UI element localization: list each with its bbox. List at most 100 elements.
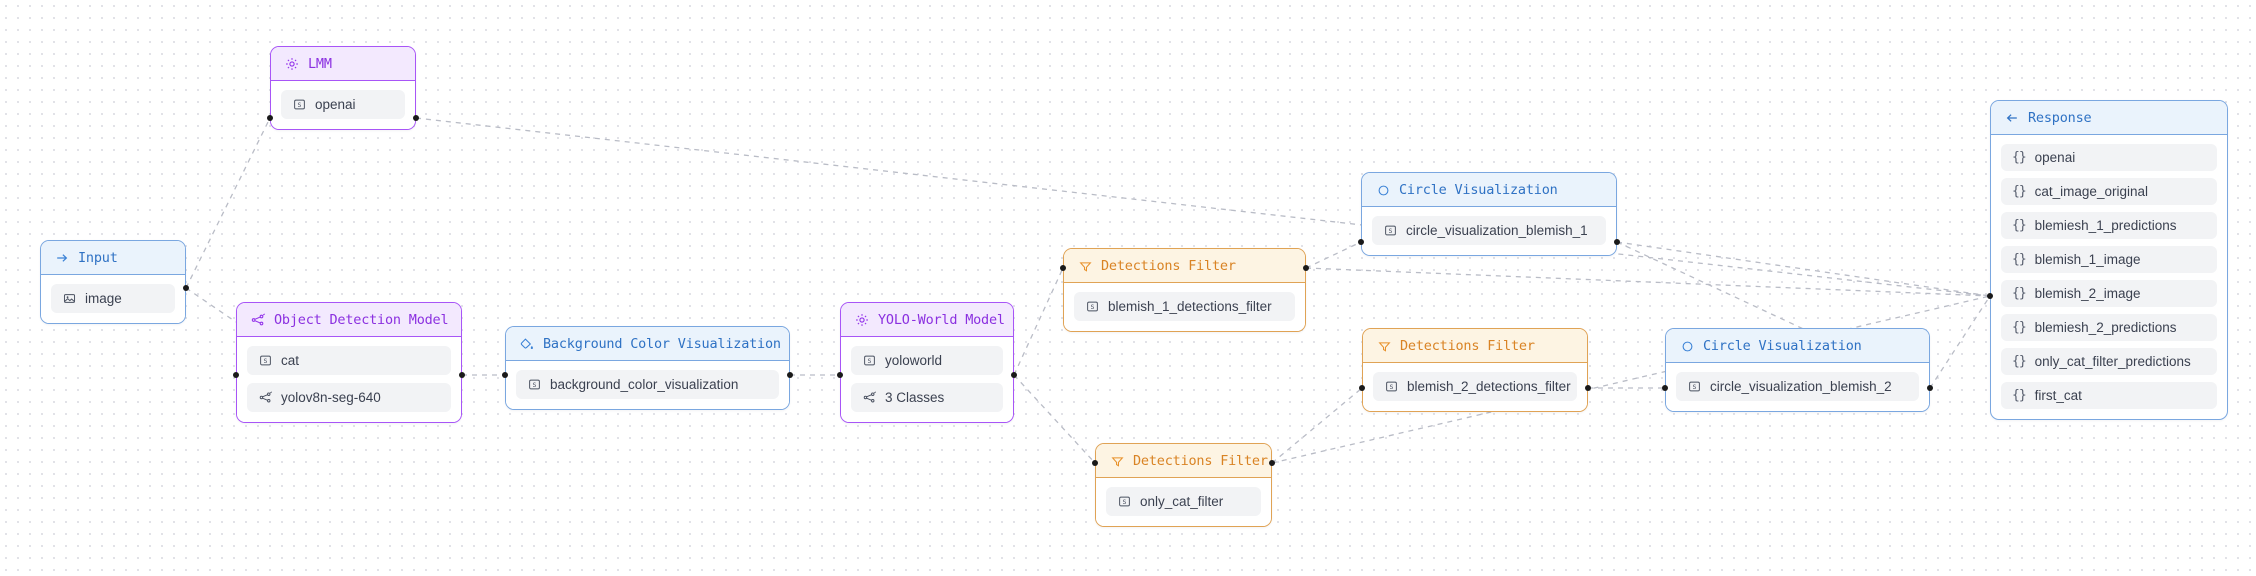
node-detections-filter-1[interactable]: Detections Filter S blemish_1_detections… <box>1063 248 1306 332</box>
node-input-title: Input <box>78 250 118 266</box>
svg-text:S: S <box>263 357 267 365</box>
node-lmm-row-label: openai <box>315 97 356 112</box>
handle-objdet-input[interactable] <box>233 372 239 378</box>
handle-circle2-input[interactable] <box>1662 385 1668 391</box>
node-lmm-header: LMM <box>271 47 415 81</box>
node-detections-filter-3-header: Detections Filter <box>1096 444 1271 478</box>
svg-text:S: S <box>1389 383 1393 391</box>
handle-lmm-output[interactable] <box>413 115 419 121</box>
gear-icon <box>855 313 869 327</box>
object-braces-icon: {} <box>2012 388 2027 403</box>
node-input-row-image[interactable]: image <box>51 284 175 313</box>
edge-yoloworld-to-filter1 <box>1013 267 1064 376</box>
response-row-label: blemish_2_image <box>2034 286 2141 301</box>
edge-input-to-lmm <box>185 117 271 289</box>
node-detections-filter-3-body: S only_cat_filter <box>1096 478 1271 526</box>
node-object-detection-row-cat[interactable]: S cat <box>247 346 451 375</box>
node-background-color-visualization-body: S background_color_visualization <box>506 361 789 409</box>
response-row-blemish-2-image[interactable]: {} blemish_2_image <box>2001 280 2217 307</box>
node-background-color-visualization-header: Background Color Visualization <box>506 327 789 361</box>
handle-response-input[interactable] <box>1987 293 1993 299</box>
handle-filter3-output[interactable] <box>1269 460 1275 466</box>
edge-filter1-to-circle1 <box>1305 241 1362 269</box>
response-row-blemish-1-image[interactable]: {} blemish_1_image <box>2001 246 2217 273</box>
node-circle-visualization-2-row[interactable]: S circle_visualization_blemish_2 <box>1676 372 1919 401</box>
handle-circle1-output[interactable] <box>1614 239 1620 245</box>
node-lmm[interactable]: LMM S openai <box>270 46 416 130</box>
handle-filter2-input[interactable] <box>1359 385 1365 391</box>
node-circle-visualization-2[interactable]: Circle Visualization S circle_visualizat… <box>1665 328 1930 412</box>
edge-filter3-to-filter2 <box>1271 387 1363 464</box>
node-detections-filter-2-row-label: blemish_2_detections_filter <box>1407 379 1571 394</box>
image-icon <box>62 292 76 306</box>
handle-circle1-input[interactable] <box>1358 239 1364 245</box>
handle-bgcolor-output[interactable] <box>787 372 793 378</box>
node-object-detection-row-cat-label: cat <box>281 353 300 368</box>
response-panel-title: Response <box>2028 110 2092 126</box>
node-detections-filter-2-header: Detections Filter <box>1363 329 1587 363</box>
handle-filter1-output[interactable] <box>1303 265 1309 271</box>
response-row-openai[interactable]: {} openai <box>2001 144 2217 171</box>
object-braces-icon: {} <box>2012 354 2027 369</box>
node-object-detection-model[interactable]: Object Detection Model S cat <box>236 302 462 423</box>
handle-bgcolor-input[interactable] <box>502 372 508 378</box>
svg-text:S: S <box>1122 498 1126 506</box>
string-value-icon: S <box>1117 495 1131 509</box>
object-braces-icon: {} <box>2012 320 2027 335</box>
node-input[interactable]: Input image <box>40 240 186 324</box>
node-object-detection-model-header: Object Detection Model <box>237 303 461 337</box>
response-row-blemiesh-1-predictions[interactable]: {} blemiesh_1_predictions <box>2001 212 2217 239</box>
handle-yoloworld-output[interactable] <box>1011 372 1017 378</box>
response-row-label: blemiesh_1_predictions <box>2034 218 2177 233</box>
node-background-color-visualization-row[interactable]: S background_color_visualization <box>516 370 779 399</box>
gear-icon <box>285 57 299 71</box>
svg-text:S: S <box>532 381 536 389</box>
handle-input-output[interactable] <box>183 285 189 291</box>
handle-filter2-output[interactable] <box>1585 385 1591 391</box>
handle-objdet-output[interactable] <box>459 372 465 378</box>
object-braces-icon: {} <box>2012 286 2027 301</box>
response-row-cat-image-original[interactable]: {} cat_image_original <box>2001 178 2217 205</box>
node-circle-visualization-1-row[interactable]: S circle_visualization_blemish_1 <box>1372 216 1606 245</box>
node-yolo-world-row-classes[interactable]: 3 Classes <box>851 383 1003 412</box>
handle-filter1-input[interactable] <box>1060 265 1066 271</box>
object-braces-icon: {} <box>2012 218 2027 233</box>
response-panel[interactable]: Response {} openai {} cat_image_original… <box>1990 100 2228 420</box>
edge-circle2-to-response <box>1929 295 1991 389</box>
node-yolo-world-row-yoloworld[interactable]: S yoloworld <box>851 346 1003 375</box>
response-row-first-cat[interactable]: {} first_cat <box>2001 382 2217 409</box>
response-panel-body: {} openai {} cat_image_original {} blemi… <box>1991 135 2227 419</box>
response-panel-header: Response <box>1991 101 2227 135</box>
node-detections-filter-3[interactable]: Detections Filter S only_cat_filter <box>1095 443 1272 527</box>
handle-yoloworld-input[interactable] <box>837 372 843 378</box>
node-yolo-world-model-body: S yoloworld 3 Classes <box>841 337 1013 422</box>
node-background-color-visualization[interactable]: Background Color Visualization S backgro… <box>505 326 790 410</box>
edge-filter1-right-to-response <box>1305 267 1991 297</box>
response-row-only-cat-filter-predictions[interactable]: {} only_cat_filter_predictions <box>2001 348 2217 375</box>
node-lmm-row-openai[interactable]: S openai <box>281 90 405 119</box>
handle-circle2-output[interactable] <box>1927 385 1933 391</box>
node-input-body: image <box>41 275 185 323</box>
node-detections-filter-2[interactable]: Detections Filter S blemish_2_detections… <box>1362 328 1588 412</box>
node-detections-filter-2-title: Detections Filter <box>1400 338 1535 354</box>
edge-yoloworld-to-filter3 <box>1013 374 1096 464</box>
circle-icon <box>1376 183 1390 197</box>
string-value-icon: S <box>1085 300 1099 314</box>
node-object-detection-row-model[interactable]: yolov8n-seg-640 <box>247 383 451 412</box>
node-input-row-label: image <box>85 291 122 306</box>
node-circle-visualization-2-title: Circle Visualization <box>1703 338 1862 354</box>
node-circle-visualization-1-row-label: circle_visualization_blemish_1 <box>1406 223 1588 238</box>
node-detections-filter-2-row[interactable]: S blemish_2_detections_filter <box>1373 372 1577 401</box>
node-lmm-title: LMM <box>308 56 332 72</box>
node-yolo-world-model[interactable]: YOLO-World Model S yoloworld <box>840 302 1014 423</box>
node-detections-filter-1-row[interactable]: S blemish_1_detections_filter <box>1074 292 1295 321</box>
node-circle-visualization-1[interactable]: Circle Visualization S circle_visualizat… <box>1361 172 1617 256</box>
response-row-blemiesh-2-predictions[interactable]: {} blemiesh_2_predictions <box>2001 314 2217 341</box>
edge-circle1-to-response <box>1616 241 1991 297</box>
node-circle-visualization-1-title: Circle Visualization <box>1399 182 1558 198</box>
string-value-icon: S <box>527 378 541 392</box>
handle-lmm-input[interactable] <box>267 115 273 121</box>
node-detections-filter-3-row[interactable]: S only_cat_filter <box>1106 487 1261 516</box>
handle-filter3-input[interactable] <box>1092 460 1098 466</box>
